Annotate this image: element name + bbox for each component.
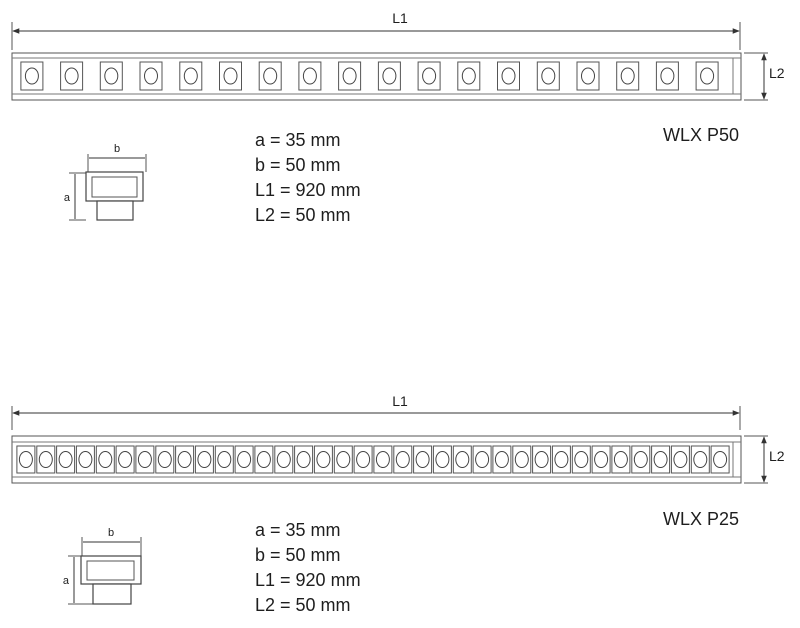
led-lens xyxy=(223,67,238,85)
led-lens xyxy=(574,451,589,468)
led-lens xyxy=(660,67,675,85)
led-lens xyxy=(713,451,728,468)
led-lens xyxy=(342,67,357,85)
led-lens xyxy=(217,451,232,468)
led-lens xyxy=(382,67,397,85)
led-lens xyxy=(177,451,192,468)
led-lens xyxy=(461,67,476,85)
spec-a: a = 35 mm xyxy=(255,130,341,150)
b-label: b xyxy=(114,143,120,155)
led-lens xyxy=(137,451,152,468)
l1-label: L1 xyxy=(392,393,408,409)
cross-section: b a xyxy=(64,143,147,221)
led-lens xyxy=(78,451,93,468)
led-lens xyxy=(673,451,688,468)
led-lens xyxy=(157,451,172,468)
product-p50: L1 L2 b a a = 35 mm b = 50 mm L1 = xyxy=(11,10,785,225)
led-lens xyxy=(183,67,198,85)
led-lens xyxy=(422,67,437,85)
l1-label: L1 xyxy=(392,10,408,26)
led-lens xyxy=(435,451,450,468)
led-lens xyxy=(534,451,549,468)
led-lens xyxy=(455,451,470,468)
led-lens xyxy=(541,67,556,85)
led-lens xyxy=(501,67,516,85)
led-lens xyxy=(594,451,609,468)
led-lens xyxy=(18,451,33,468)
led-lens xyxy=(475,451,490,468)
spec-b: b = 50 mm xyxy=(255,545,341,565)
led-lens xyxy=(620,67,635,85)
led-lens xyxy=(58,451,73,468)
led-lens xyxy=(336,451,351,468)
led-lens xyxy=(118,451,133,468)
led-row xyxy=(20,61,719,91)
a-label: a xyxy=(64,192,71,204)
led-lens xyxy=(64,67,79,85)
led-lens xyxy=(554,451,569,468)
led-lens xyxy=(375,451,390,468)
led-lens xyxy=(197,451,212,468)
spec-l2: L2 = 50 mm xyxy=(255,595,351,615)
led-lens xyxy=(395,451,410,468)
led-lens xyxy=(613,451,628,468)
led-lens xyxy=(633,451,648,468)
a-label: a xyxy=(63,575,70,587)
spec-l2: L2 = 50 mm xyxy=(255,205,351,225)
spec-l1: L1 = 920 mm xyxy=(255,180,361,200)
led-lens xyxy=(356,451,371,468)
b-label: b xyxy=(108,527,114,539)
spec-l1: L1 = 920 mm xyxy=(255,570,361,590)
led-lens xyxy=(256,451,271,468)
led-lens xyxy=(144,67,158,85)
led-lens xyxy=(415,451,430,468)
model-label: WLX P50 xyxy=(663,125,739,145)
led-lens xyxy=(24,67,39,85)
cross-section: b a xyxy=(63,527,142,605)
led-lens xyxy=(296,451,311,468)
l2-label: L2 xyxy=(769,65,785,81)
led-lens xyxy=(276,451,291,468)
product-p25: L1 L2 b a a = 35 mm b = 50 mm L1 = 920 m… xyxy=(11,393,785,615)
led-lens xyxy=(494,451,509,468)
led-lens xyxy=(237,451,252,468)
model-label: WLX P25 xyxy=(663,509,739,529)
spec-b: b = 50 mm xyxy=(255,155,341,175)
led-lens xyxy=(514,451,529,468)
l2-label: L2 xyxy=(769,448,785,464)
led-lens xyxy=(693,451,708,468)
led-lens xyxy=(302,67,317,85)
spec-a: a = 35 mm xyxy=(255,520,341,540)
led-lens xyxy=(653,451,668,468)
led-row xyxy=(16,445,730,474)
led-lens xyxy=(104,67,119,85)
led-lens xyxy=(581,67,595,85)
led-lens xyxy=(263,67,278,85)
led-lens xyxy=(98,451,113,468)
led-lens xyxy=(700,67,715,85)
led-lens xyxy=(316,451,331,468)
led-lens xyxy=(38,451,53,468)
